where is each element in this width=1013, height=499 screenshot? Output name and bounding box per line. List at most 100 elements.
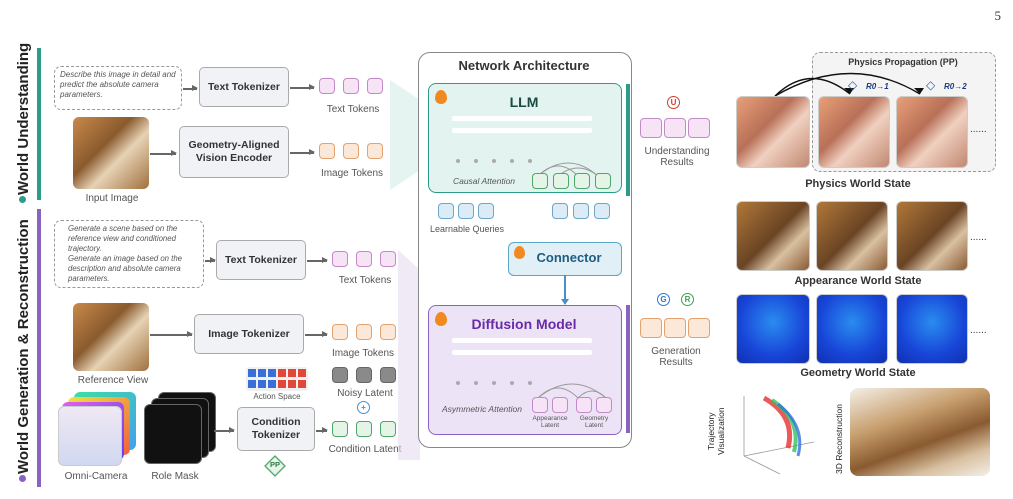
- connector-flame-icon: [514, 246, 525, 259]
- appearance-state-image: [816, 201, 888, 271]
- diffusion-text-line: [452, 338, 592, 343]
- noisy-latent-label: Noisy Latent: [337, 388, 393, 399]
- understanding-result-token: [640, 118, 662, 138]
- llm-text-line: [452, 128, 592, 133]
- diffusion-model-title: Diffusion Model: [471, 316, 577, 332]
- appearance-latent-token: [552, 397, 568, 413]
- understanding-prompt: Describe this image in detail and predic…: [54, 66, 182, 110]
- understanding-result-token: [688, 118, 710, 138]
- role-mask-stack: [144, 392, 216, 466]
- physics-state-image: [818, 96, 890, 168]
- geometry-aligned-vision-encoder: Geometry-Aligned Vision Encoder: [179, 126, 289, 178]
- network-title: Network Architecture: [458, 58, 590, 73]
- learnable-queries-label: Learnable Queries: [429, 224, 505, 234]
- text-token: [343, 78, 359, 94]
- causal-attention-label: Causal Attention: [452, 176, 516, 186]
- text-token: [319, 78, 335, 94]
- learnable-query-token: [438, 203, 454, 219]
- gen-text-token: [332, 251, 348, 267]
- text-token: [367, 78, 383, 94]
- physics-state-image: [896, 96, 968, 168]
- condition-latent-token: [380, 421, 396, 437]
- generation-result-token: [664, 318, 686, 338]
- arrow-condtokenizer-latent: [316, 427, 328, 433]
- arrow-prompt-tokenizer: [183, 85, 198, 91]
- geometry-ellipsis: ......: [970, 325, 987, 336]
- generation-prompt-item: Generate a scene based on the reference …: [68, 224, 178, 253]
- r01-label: R0→1: [866, 82, 889, 91]
- connector-down-arrowhead: [561, 299, 569, 305]
- diffusion-output-bar: [626, 305, 630, 433]
- geometry-latent-token: [576, 397, 592, 413]
- input-image-label: Input Image: [85, 193, 139, 204]
- geometry-state-image: [896, 294, 968, 364]
- appearance-ellipsis: ......: [970, 232, 987, 243]
- physics-world-state-label: Physics World State: [805, 178, 911, 190]
- condition-latent-token: [332, 421, 348, 437]
- image-token: [343, 143, 359, 159]
- generation-prompt: Generate a scene based on the reference …: [54, 220, 204, 288]
- role-mask-layer: [144, 404, 202, 464]
- condition-tokenizer: Condition Tokenizer: [237, 407, 315, 451]
- input-funnel-shapes: [390, 80, 420, 460]
- gen-image-tokens-label: Image Tokens: [331, 348, 395, 359]
- diffusion-ellipsis-dots: [456, 372, 546, 390]
- geometry-state-image: [736, 294, 810, 364]
- input-image: [73, 117, 149, 189]
- r02-label: R0→2: [944, 82, 967, 91]
- action-space-icons: [248, 369, 306, 388]
- understanding-dot: [19, 196, 26, 203]
- plus-icon: +: [357, 401, 370, 414]
- noisy-latent-token: [380, 367, 396, 383]
- generation-badge-g: G: [657, 293, 670, 306]
- role-mask-label: Role Mask: [151, 471, 199, 482]
- arrow-tokenizer-tokens: [290, 84, 315, 90]
- diffusion-model-block: [428, 305, 622, 435]
- noisy-latent-token: [332, 367, 348, 383]
- physics-propagation-title: Physics Propagation (PP): [848, 57, 958, 67]
- generation-result-token: [640, 318, 662, 338]
- physics-ellipsis: ......: [970, 124, 987, 135]
- llm-output-token: [574, 173, 590, 189]
- llm-output-token: [553, 173, 569, 189]
- llm-output-token: [595, 173, 611, 189]
- appearance-latent-label: Appearance Latent: [532, 415, 568, 429]
- generation-prompt-item: Generate an image based on the descripti…: [68, 254, 183, 283]
- gen-image-token: [380, 324, 396, 340]
- asymmetric-attention-arcs: [537, 383, 607, 399]
- condition-latent-label: Condition Latent: [328, 444, 402, 455]
- arrow-ref-imgtokenizer: [150, 331, 193, 337]
- generation-text-tokenizer: Text Tokenizer: [216, 240, 306, 280]
- connector-down-line: [564, 275, 566, 301]
- pp-badge-text: PP: [269, 460, 280, 469]
- reference-view-label: Reference View: [77, 375, 149, 386]
- camera-frustum-icon: ◇: [848, 78, 858, 92]
- understanding-label: World Understanding: [15, 42, 32, 195]
- noisy-latent-token: [356, 367, 372, 383]
- llm-flame-icon: [435, 90, 447, 104]
- geometry-state-image: [816, 294, 888, 364]
- image-token: [319, 143, 335, 159]
- arrow-encoder-tokens: [290, 149, 315, 155]
- trajectory-visualization-label: Trajectory Visualization: [706, 407, 726, 455]
- action-space-label: Action Space: [253, 392, 301, 401]
- arrow-gen-text-tokens: [307, 257, 328, 263]
- generation-dot: [19, 475, 26, 482]
- gen-text-tokens-label: Text Tokens: [338, 275, 392, 286]
- asymmetric-attention-label: Asymmetric Attention: [442, 404, 522, 414]
- llm-output-bar: [626, 84, 630, 196]
- page-number: 5: [994, 8, 1002, 23]
- generation-result-token: [688, 318, 710, 338]
- gen-text-token: [356, 251, 372, 267]
- pp-badge: PP: [264, 455, 286, 477]
- camera-frustum-icon: ◇: [926, 78, 936, 92]
- arrow-image-encoder: [150, 150, 177, 156]
- physics-propagation-arrows: [774, 72, 924, 97]
- trajectory-plot: [743, 395, 815, 475]
- appearance-state-image: [896, 201, 968, 271]
- query-output-token: [552, 203, 568, 219]
- gen-image-token: [332, 324, 348, 340]
- pp-diamond-icon: [264, 455, 286, 477]
- arrow-imgtokenizer-tokens: [305, 331, 328, 337]
- image-tokenizer: Image Tokenizer: [194, 314, 304, 354]
